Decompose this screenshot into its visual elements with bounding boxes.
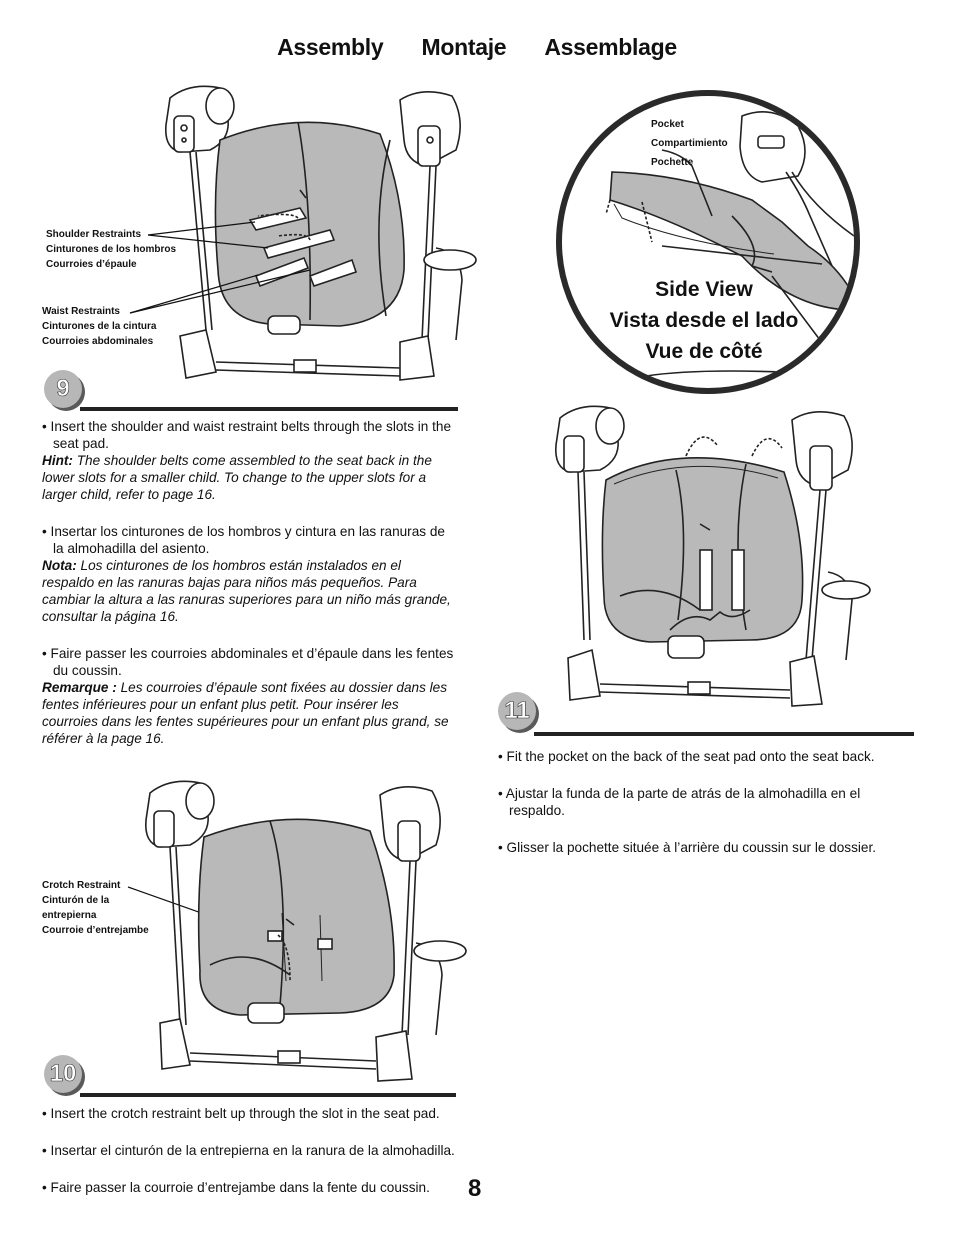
step-9-instructions: • Insert the shoulder and waist restrain… [42,418,454,747]
step-9-hint-es: Nota: Los cinturones de los hombros está… [42,558,451,624]
swing-illustration [164,85,477,381]
step-11-badge: 11 [498,692,536,730]
shoulder-restraints-label: Shoulder Restraints Cinturones de los ho… [46,229,177,270]
step-10-text-es: • Insertar el cinturón de la entrepierna… [42,1143,455,1158]
waist-restraints-label: Waist Restraints Cinturones de la cintur… [42,306,157,347]
step-9-hint-fr: Remarque : Les courroies d’épaule sont f… [42,680,449,746]
step-9-divider [80,407,458,411]
side-view-illustration [605,110,854,377]
step-11-text-en: • Fit the pocket on the back of the seat… [498,749,875,764]
swing-illustration-step10 [144,780,467,1082]
pocket-label: Pocket Compartimiento Pochette [651,119,728,168]
swing-illustration-step11 [554,405,871,707]
step-10-instructions: • Insert the crotch restraint belt up th… [42,1105,482,1196]
step-9-hint-en: Hint: The shoulder belts come assembled … [42,453,432,502]
title-english: Assembly [277,34,384,60]
step-9-badge: 9 [44,370,82,408]
page-title: Assembly Montaje Assemblage [0,34,954,61]
side-view-inset [556,90,860,394]
title-spanish: Montaje [421,34,507,60]
step-11-text-es: • Ajustar la funda de la parte de atrás … [498,786,861,818]
step-9-text-es: • Insertar los cinturones de los hombros… [42,524,445,556]
step-11-instructions: • Fit the pocket on the back of the seat… [498,748,918,856]
step-10-text-fr: • Faire passer la courroie d’entrejambe … [42,1180,430,1195]
step-10-divider [80,1093,456,1097]
step-9-text-fr: • Faire passer les courroies abdominales… [42,646,454,678]
step-10-badge: 10 [44,1055,82,1093]
step-10-text-en: • Insert the crotch restraint belt up th… [42,1106,440,1121]
side-view-caption: Side View Vista desde el lado Vue de côt… [609,278,799,363]
step-11-text-fr: • Glisser la pochette située à l’arrière… [498,840,877,855]
step-9-text-en: • Insert the shoulder and waist restrain… [42,419,452,451]
page-number: 8 [468,1175,482,1202]
title-french: Assemblage [544,34,677,60]
step-11-divider [534,732,914,736]
crotch-restraint-label: Crotch Restraint Cinturón de la entrepie… [42,880,149,936]
